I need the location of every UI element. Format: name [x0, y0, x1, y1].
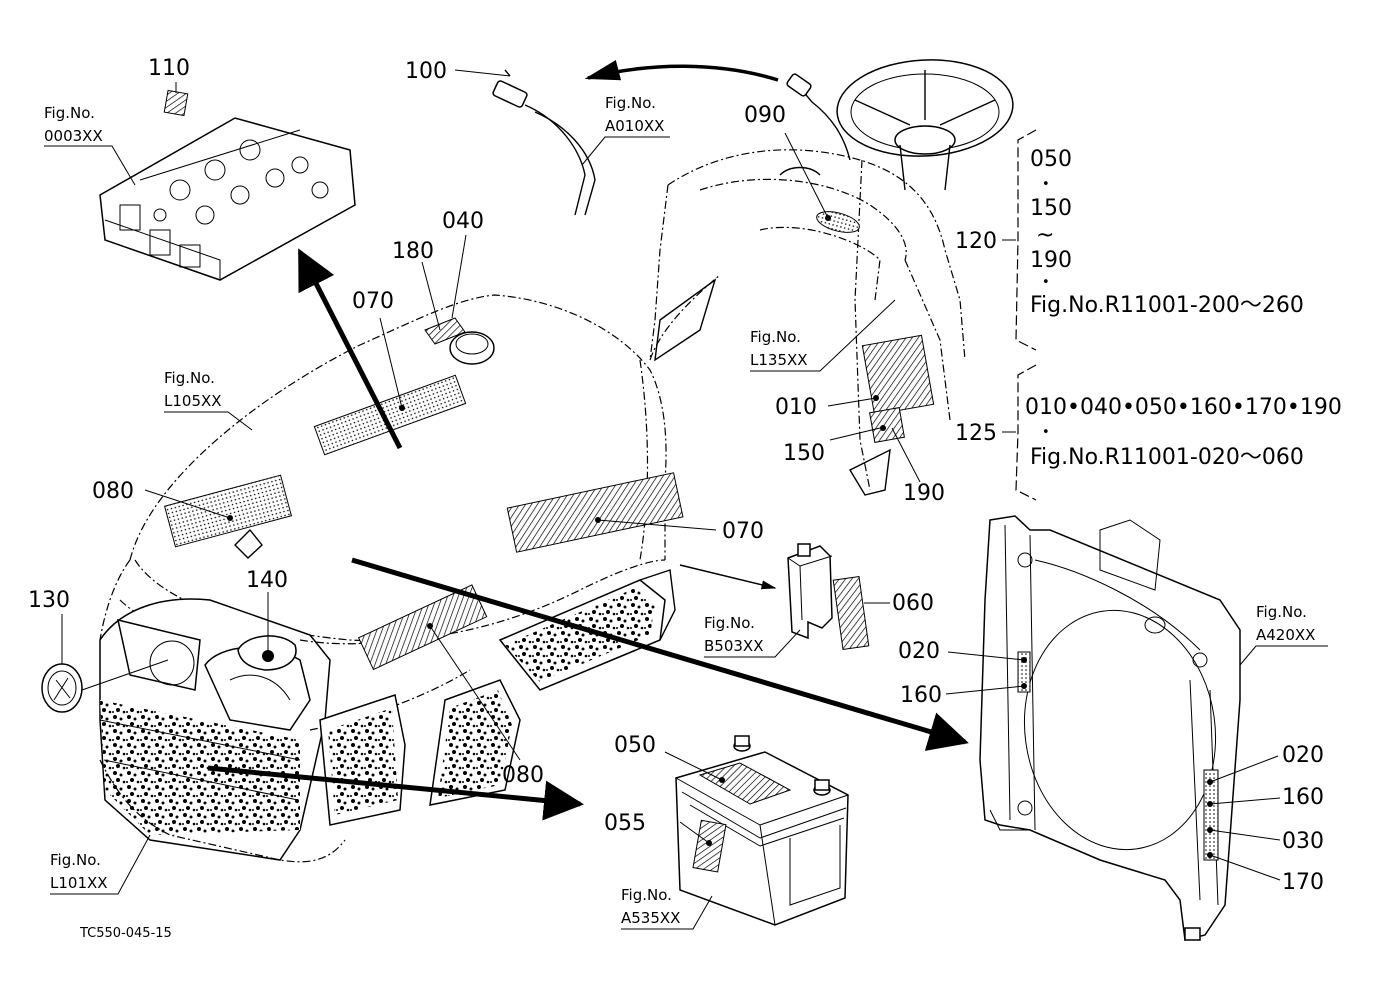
label-110-decal	[163, 89, 189, 117]
part-number-160: 160	[1282, 785, 1324, 810]
figure-ref-l105xx: L105XX	[164, 392, 222, 410]
label-020-160-decal-left	[1017, 651, 1031, 693]
part-number-050: 050	[614, 733, 656, 758]
part-number-170: 170	[1282, 870, 1324, 895]
dashboard-steering-illustration	[649, 59, 1014, 496]
figure-ref-b503xx: B503XX	[704, 637, 763, 655]
part-number-130: 130	[28, 588, 70, 613]
part-number-070: 070	[722, 519, 764, 544]
cylinder-head-illustration	[99, 117, 356, 281]
label-180-decal	[424, 317, 466, 345]
figure-ref-a010xx: A010XX	[605, 117, 664, 135]
label-070-hood-side	[506, 472, 684, 553]
label-070-hood-top	[313, 374, 467, 456]
arrow-to-bracket	[679, 564, 777, 590]
figure-ref-title: Fig.No.	[164, 369, 215, 387]
figure-ref-title: Fig.No.	[704, 614, 755, 632]
figure-ref-a420xx: A420XX	[1256, 626, 1315, 644]
figure-ref-title: Fig.No.	[605, 94, 656, 112]
part-number-020: 020	[1282, 743, 1324, 768]
part-number-070: 070	[352, 289, 394, 314]
arrow-hood-to-radiator	[351, 557, 969, 751]
part-number-080: 080	[92, 479, 134, 504]
group125-bullet: •	[1042, 425, 1050, 440]
group120-item-150: 150	[1030, 196, 1072, 221]
label-060-decal	[832, 575, 870, 651]
figure-ref-0003xx: 0003XX	[44, 127, 103, 145]
arrow-hood-to-engine	[297, 248, 403, 450]
figure-ref-l101xx: L101XX	[50, 874, 108, 892]
part-number-080: 080	[502, 763, 544, 788]
label-090-decal	[816, 211, 860, 233]
part-number-010: 010	[775, 395, 817, 420]
radiator-shroud-illustration	[979, 515, 1241, 941]
figure-ref-title: Fig.No.	[44, 104, 95, 122]
figure-ref-l135xx: L135XX	[750, 351, 808, 369]
wiring-connector-illustration	[492, 80, 596, 216]
part-number-040: 040	[442, 209, 484, 234]
battery-illustration	[675, 735, 849, 926]
hood-illustration	[99, 294, 667, 646]
label-080-side-panel	[357, 584, 488, 671]
group120-figure-ref: Fig.No.R11001-200～260	[1030, 293, 1304, 318]
fuel-cap-illustration	[449, 331, 495, 365]
label-055-decal	[692, 819, 727, 873]
group120-bullet: •	[1042, 275, 1050, 290]
part-number-020: 020	[898, 639, 940, 664]
part-number-180: 180	[392, 239, 434, 264]
group120-item-190: 190	[1030, 248, 1072, 273]
arrow-harness-to-dash	[584, 59, 779, 82]
label-020-160-030-170-decal-right	[1203, 769, 1219, 861]
part-number-120: 120	[955, 229, 997, 254]
figure-ref-title: Fig.No.	[750, 328, 801, 346]
arrow-grille-to-battery	[207, 765, 584, 821]
group125-figure-ref: Fig.No.R11001-020～060	[1030, 445, 1304, 470]
label-050-decal	[698, 762, 792, 805]
figure-ref-title: Fig.No.	[621, 886, 672, 904]
group120-item-050: 050	[1030, 147, 1072, 172]
label-080-hood-side	[163, 474, 293, 548]
part-number-190: 190	[903, 481, 945, 506]
part-number-110: 110	[148, 56, 190, 81]
label-190-decal	[869, 407, 905, 443]
group120-bullet: •	[1042, 177, 1050, 192]
part-number-140: 140	[246, 568, 288, 593]
part-number-090: 090	[744, 103, 786, 128]
part-number-125: 125	[955, 421, 997, 446]
part-number-150: 150	[783, 441, 825, 466]
drawing-id: TC550-045-15	[79, 926, 172, 941]
part-number-100: 100	[405, 59, 447, 84]
label-010-decal	[861, 334, 935, 416]
battery-bracket-illustration	[787, 543, 833, 640]
group125-items: 010•040•050•160•170•190	[1025, 395, 1342, 420]
group120-range-tilde: ~	[1036, 223, 1054, 248]
figure-ref-a535xx: A535XX	[621, 909, 680, 927]
part-number-030: 030	[1282, 829, 1324, 854]
part-number-160: 160	[900, 683, 942, 708]
figure-ref-title: Fig.No.	[1256, 603, 1307, 621]
part-number-060: 060	[892, 591, 934, 616]
figure-ref-title: Fig.No.	[50, 851, 101, 869]
front-grille-illustration	[99, 569, 676, 863]
part-number-055: 055	[604, 811, 646, 836]
